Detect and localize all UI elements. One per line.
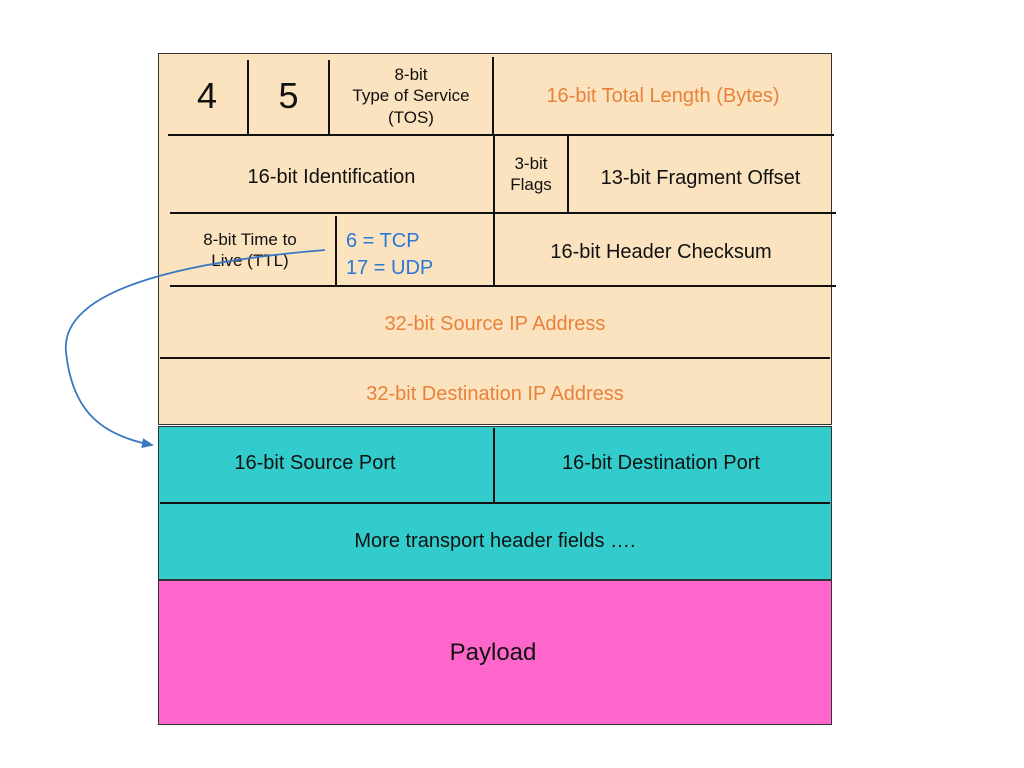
source-port-field: 16-bit Source Port xyxy=(234,451,396,474)
ttl-field: 8-bit Time to Live (TTL) xyxy=(203,229,297,270)
ihl-field: 5 xyxy=(278,74,299,116)
fragment-offset-field: 13-bit Fragment Offset xyxy=(600,166,801,189)
col-divider-version xyxy=(247,60,249,134)
destination-ip-field: 32-bit Destination IP Address xyxy=(366,382,624,405)
payload-block xyxy=(158,580,832,725)
identification-field: 16-bit Identification xyxy=(247,165,416,188)
more-transport-fields: More transport header fields …. xyxy=(354,529,636,552)
col-divider-flags xyxy=(567,136,569,212)
tos-field: 8-bit Type of Service (TOS) xyxy=(352,65,470,127)
col-divider-protocol xyxy=(493,214,495,285)
row-divider-3 xyxy=(170,285,836,287)
col-divider-ttl xyxy=(335,216,337,285)
total-length-field: 16-bit Total Length (Bytes) xyxy=(546,84,780,107)
col-divider-ident xyxy=(493,136,495,212)
flags-field: 3-bit Flags xyxy=(510,153,552,194)
version-field: 4 xyxy=(196,74,218,116)
protocol-tcp-label: 6 = TCP xyxy=(346,229,420,252)
row-divider-1 xyxy=(168,134,834,136)
col-divider-tos xyxy=(492,57,494,135)
destination-port-field: 16-bit Destination Port xyxy=(562,451,760,474)
source-ip-field: 32-bit Source IP Address xyxy=(384,312,606,335)
row-divider-2 xyxy=(170,212,836,214)
col-divider-ports xyxy=(493,428,495,502)
payload-label: Payload xyxy=(449,638,537,666)
col-divider-ihl xyxy=(328,60,330,134)
header-checksum-field: 16-bit Header Checksum xyxy=(550,240,772,263)
row-divider-5 xyxy=(160,502,830,504)
protocol-udp-label: 17 = UDP xyxy=(346,256,434,279)
row-divider-4 xyxy=(160,357,830,359)
